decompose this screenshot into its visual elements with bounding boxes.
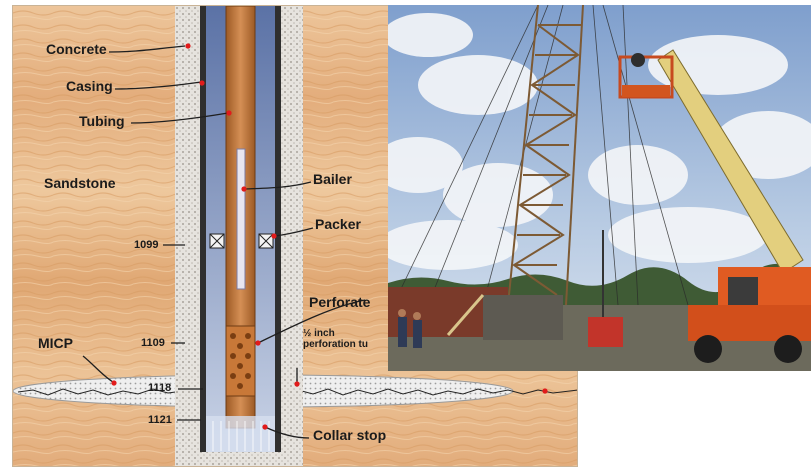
- wellbore-schematic-svg: [13, 6, 577, 466]
- workers: [398, 309, 422, 348]
- depth-1099: 1099: [134, 239, 159, 251]
- field-photo-svg: [388, 5, 811, 371]
- label-packer: Packer: [315, 216, 361, 232]
- rig-stairs: [446, 294, 485, 336]
- label-micp: MICP: [38, 335, 73, 351]
- label-perforation-tube-line2: perforation tu: [303, 339, 368, 350]
- label-perforation-tube-line1: ½ inch: [303, 328, 335, 339]
- leader-lines: [82, 45, 366, 439]
- label-concrete: Concrete: [46, 41, 107, 57]
- depth-1121: 1121: [148, 414, 172, 426]
- label-bailer: Bailer: [313, 171, 352, 187]
- leader-dots: [111, 43, 548, 430]
- casing-wall-left: [200, 6, 206, 452]
- boom-lift: [618, 49, 811, 363]
- label-casing: Casing: [66, 78, 113, 94]
- rig-floor: [483, 295, 563, 340]
- micp-fracture-left: [17, 388, 199, 396]
- label-tubing: Tubing: [79, 113, 125, 129]
- guy-wires: [397, 5, 689, 306]
- packer-left: [209, 233, 225, 249]
- casing-wall-right: [275, 6, 281, 452]
- wellbore-diagram: Concrete Casing Tubing Sandstone Bailer …: [12, 5, 578, 467]
- label-sandstone: Sandstone: [44, 175, 116, 191]
- bailer: [236, 148, 246, 290]
- depth-1118: 1118: [148, 382, 172, 394]
- depth-1109: 1109: [141, 337, 165, 349]
- field-photo: [388, 5, 811, 371]
- micp-fracture-right: [297, 388, 577, 396]
- clouds: [388, 13, 811, 270]
- small-red-equipment: [588, 317, 623, 347]
- label-perforated: Perforate: [309, 294, 371, 310]
- label-collar-stop: Collar stop: [313, 427, 387, 443]
- derrick-mast: [507, 5, 584, 306]
- perforated-section: [225, 325, 256, 397]
- packer-right: [258, 233, 274, 249]
- wellbore-bottom: [206, 416, 275, 452]
- bottom-texture: [212, 421, 270, 451]
